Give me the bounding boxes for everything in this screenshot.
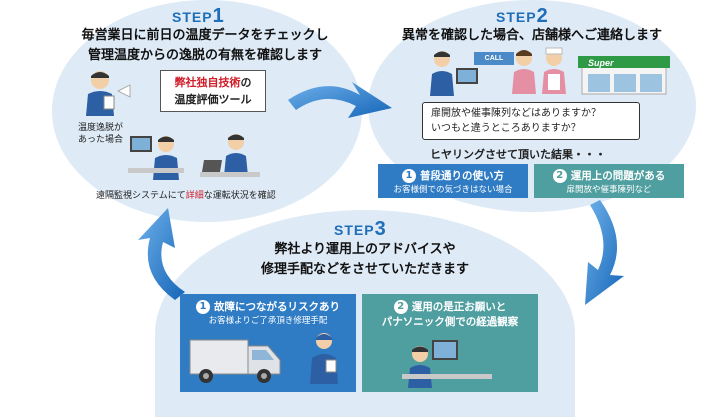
monitoring-operator-icon [402, 340, 492, 388]
hearing-question-bubble: 扉開放や催事陳列などはありますか？ いつもと違うところありますか？ [422, 102, 640, 140]
arrow-step1-to-step2 [288, 82, 392, 118]
operator-calling-icon [430, 51, 478, 96]
step2-heading: 異常を確認した場合、店舗様へご連絡します [401, 28, 662, 43]
deviation-note: 温度逸脱が あった場合 [78, 123, 124, 145]
staff-with-clipboard-icon [86, 71, 115, 116]
step2-label: STEP2 [496, 5, 549, 27]
step1-number: 1 [212, 5, 225, 27]
store-sign-text: Super [588, 58, 614, 68]
hearing-result: ヒヤリングさせて頂いた結果・・・ [430, 148, 606, 161]
step1-label: STEP1 [172, 5, 225, 27]
card-number-badge: 2 [552, 169, 567, 183]
remote-monitoring-caption: 遠隔監視システムにて詳細な運転状況を確認 [96, 191, 276, 201]
step2-number: 2 [536, 5, 549, 27]
step3-heading: 弊社より運用上のアドバイスや 修理手配などをさせていただきます [260, 242, 469, 277]
arrow-step3-to-step1 [138, 208, 185, 300]
operator-at-desk-icon [128, 136, 184, 180]
store-staff-icon [512, 47, 566, 94]
arrow-step2-to-step3 [585, 200, 624, 305]
card-number-badge: 1 [196, 300, 210, 314]
temperature-evaluation-tool: 弊社独自技術の 温度評価ツール [160, 70, 266, 112]
step3-label: STEP3 [334, 218, 387, 240]
step1-heading: 毎営業日に前日の温度データをチェックし 管理温度からの逸脱の有無を確認します [81, 28, 329, 63]
supermarket-icon: Super [578, 56, 670, 95]
call-badge: CALL [474, 52, 514, 65]
bubble-arrow-icon [117, 84, 131, 98]
technician-icon [310, 333, 338, 384]
operator-with-laptop-icon [200, 134, 260, 177]
card-number-badge: 2 [393, 300, 408, 314]
service-van-icon [189, 339, 281, 383]
step3-number: 3 [374, 218, 387, 240]
card-number-badge: 1 [402, 169, 416, 183]
